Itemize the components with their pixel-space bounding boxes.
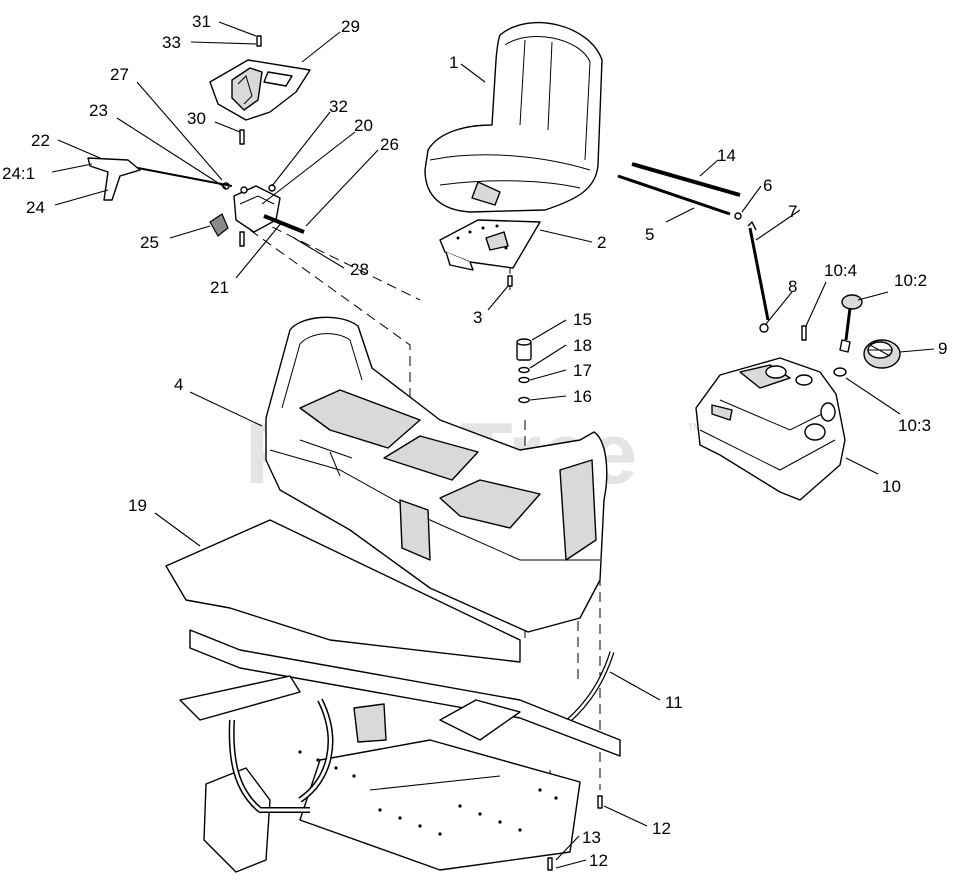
callout-24-1: 24:1 [2,164,35,183]
callout-26: 26 [380,135,399,154]
callout-10-2: 10:2 [894,271,927,290]
callout-12-upper: 12 [652,819,671,838]
leader-lines [51,21,935,869]
callout-15: 15 [573,310,592,329]
callout-31: 31 [192,12,211,31]
callout-17: 17 [573,361,592,380]
spacer-stack [516,338,532,404]
callout-1: 1 [449,53,458,72]
callout-29: 29 [341,17,360,36]
callout-6: 6 [763,176,772,195]
callout-25: 25 [140,233,159,252]
seat-plate [439,219,541,287]
seat-adjust-rods [617,162,770,333]
callout-21: 21 [210,278,229,297]
callout-11: 11 [665,693,683,712]
console-hood [209,35,311,145]
heat-shield [165,519,521,663]
fuel-cap [863,339,901,369]
callout-27: 27 [110,65,129,84]
fuel-gauge [801,294,863,377]
callout-labels: 31 33 29 27 23 30 32 20 26 22 24:1 24 25… [2,12,947,870]
callout-32: 32 [329,97,348,116]
callout-22: 22 [31,131,50,150]
callout-5: 5 [645,225,654,244]
callout-16: 16 [573,387,592,406]
callout-20: 20 [354,116,373,135]
callout-14: 14 [717,146,736,165]
callout-12-lower: 12 [589,851,608,870]
callout-10-4: 10:4 [824,261,857,280]
callout-19: 19 [128,496,147,515]
fuel-tank [695,357,846,501]
callout-7: 7 [788,202,797,221]
chassis-frame [179,629,621,873]
watermark-trademark: TM [688,422,701,432]
callout-28: 28 [350,260,369,279]
callout-30: 30 [187,109,206,128]
callout-33: 33 [162,33,181,52]
callout-23: 23 [89,101,108,120]
callout-24: 24 [26,198,45,217]
callout-10: 10 [882,477,901,496]
callout-8: 8 [788,277,797,296]
callout-3: 3 [473,308,482,327]
callout-10-3: 10:3 [898,416,931,435]
control-bracket [87,157,305,247]
seat [424,21,603,213]
callout-2: 2 [597,233,606,252]
callout-4: 4 [174,375,183,394]
callout-18: 18 [573,336,592,355]
seat-console [265,316,608,633]
callout-13: 13 [582,828,601,847]
callout-9: 9 [938,339,947,358]
fuel-hose [558,651,615,730]
